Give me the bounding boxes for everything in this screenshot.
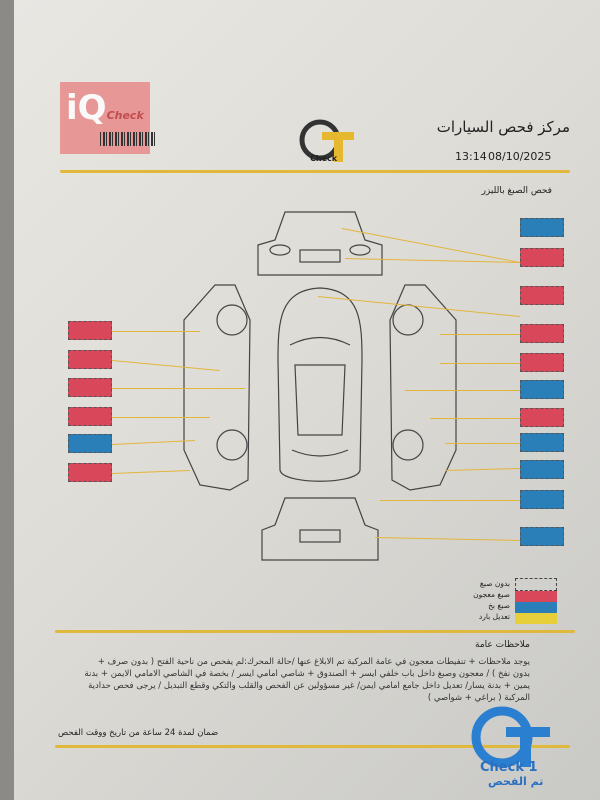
company-logo: Check bbox=[298, 118, 358, 168]
notes-divider bbox=[55, 630, 575, 633]
inspection-stamp: Check 1 تم الفحص bbox=[470, 705, 555, 790]
left-panel-red-1 bbox=[68, 321, 112, 340]
left-panel-red-2 bbox=[68, 350, 112, 369]
notes-heading: ملاحظات عامة bbox=[475, 640, 530, 650]
car-diagram bbox=[183, 211, 457, 561]
leader-line bbox=[405, 390, 520, 391]
leader-line bbox=[112, 331, 200, 332]
right-panel-blue-1 bbox=[520, 218, 564, 237]
right-panel-red-4 bbox=[520, 324, 564, 343]
right-panel-blue-6 bbox=[520, 380, 564, 399]
legend-label: صبغ معجون bbox=[473, 590, 510, 599]
guarantee-text: ضمان لمدة 24 ساعة من تاريخ ووقت الفحص bbox=[58, 728, 219, 738]
car-right-side-view bbox=[389, 284, 457, 491]
right-panel-red-3 bbox=[520, 286, 564, 305]
leader-line bbox=[440, 363, 520, 364]
left-panel-red-6 bbox=[68, 463, 112, 482]
leader-line bbox=[380, 500, 520, 501]
right-panel-red-5 bbox=[520, 353, 564, 372]
notes-text: يوجد ملاحظات + تنفيطات معجون في عامة الم… bbox=[84, 657, 530, 703]
right-panel-red-2 bbox=[520, 248, 564, 267]
legend-swatch-none bbox=[515, 578, 557, 591]
color-legend bbox=[515, 578, 557, 624]
legend-label: تعديل بارد bbox=[478, 612, 510, 621]
report-time: 13:14 bbox=[455, 150, 487, 163]
section-title: فحص الصبغ بالليزر bbox=[481, 186, 552, 196]
report-title: مركز فحص السيارات bbox=[436, 118, 570, 136]
legend-swatch-red bbox=[515, 591, 557, 602]
leader-line bbox=[430, 418, 520, 419]
leader-line bbox=[440, 334, 520, 335]
leader-line bbox=[112, 417, 210, 418]
left-panel-red-3 bbox=[68, 378, 112, 397]
legend-label: صبغ بخ bbox=[488, 601, 510, 610]
barcode bbox=[100, 132, 155, 146]
right-panel-red-7 bbox=[520, 408, 564, 427]
right-panel-blue-11 bbox=[520, 527, 564, 546]
right-panel-blue-8 bbox=[520, 433, 564, 452]
leader-line bbox=[445, 443, 520, 444]
car-left-side-view bbox=[183, 284, 251, 491]
car-rear-view bbox=[261, 497, 379, 561]
header-divider bbox=[60, 170, 570, 173]
report-date: 08/10/2025 bbox=[488, 150, 552, 163]
legend-swatch-blue bbox=[515, 602, 557, 613]
left-panel-blue-5 bbox=[68, 434, 112, 453]
right-panel-blue-10 bbox=[520, 490, 564, 509]
car-front-view bbox=[257, 211, 383, 276]
legend-labels: بدون صبغ صبغ معجون صبغ بخ تعديل بارد bbox=[473, 578, 510, 622]
car-top-view bbox=[277, 287, 363, 482]
legend-swatch-yellow bbox=[515, 613, 557, 624]
leader-line bbox=[112, 388, 245, 389]
footer-divider bbox=[55, 745, 570, 748]
legend-label: بدون صبغ bbox=[479, 579, 510, 588]
right-panel-blue-9 bbox=[520, 460, 564, 479]
left-panel-red-4 bbox=[68, 407, 112, 426]
